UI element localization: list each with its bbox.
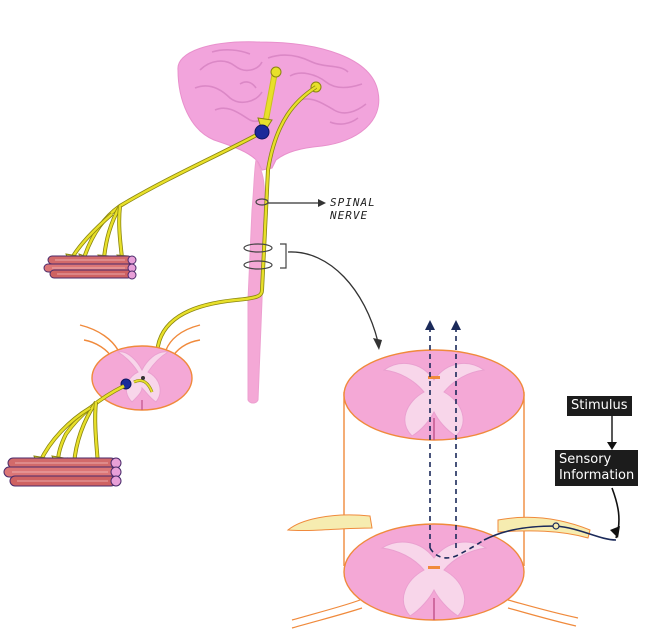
sensory-information-label: Sensory Information — [555, 450, 639, 486]
zoom-arrowhead — [373, 338, 382, 350]
sensory-information-line-2: Information — [559, 468, 635, 483]
spinal-nerve-arrowhead — [318, 199, 326, 207]
enlarged-cord-segment — [286, 320, 617, 629]
stimulus-label: Stimulus — [567, 396, 632, 416]
brain — [177, 41, 380, 404]
sensory-information-line-1: Sensory — [559, 452, 612, 467]
stimulus-flow — [607, 414, 620, 539]
lower-muscle-bundle — [3, 457, 122, 487]
zoom-arrow — [287, 251, 379, 343]
spinal-nerve-label-line-2: NERVE — [330, 209, 369, 222]
stimulus-text: Stimulus — [571, 398, 628, 413]
spinal-nerve-label: SPINAL NERVE — [330, 196, 376, 222]
upper-muscle-bundle — [43, 255, 137, 280]
small-cord-section — [79, 324, 201, 411]
spinal-nerve-label-line-1: SPINAL — [330, 196, 376, 209]
spinal-cord-rings — [243, 198, 287, 270]
